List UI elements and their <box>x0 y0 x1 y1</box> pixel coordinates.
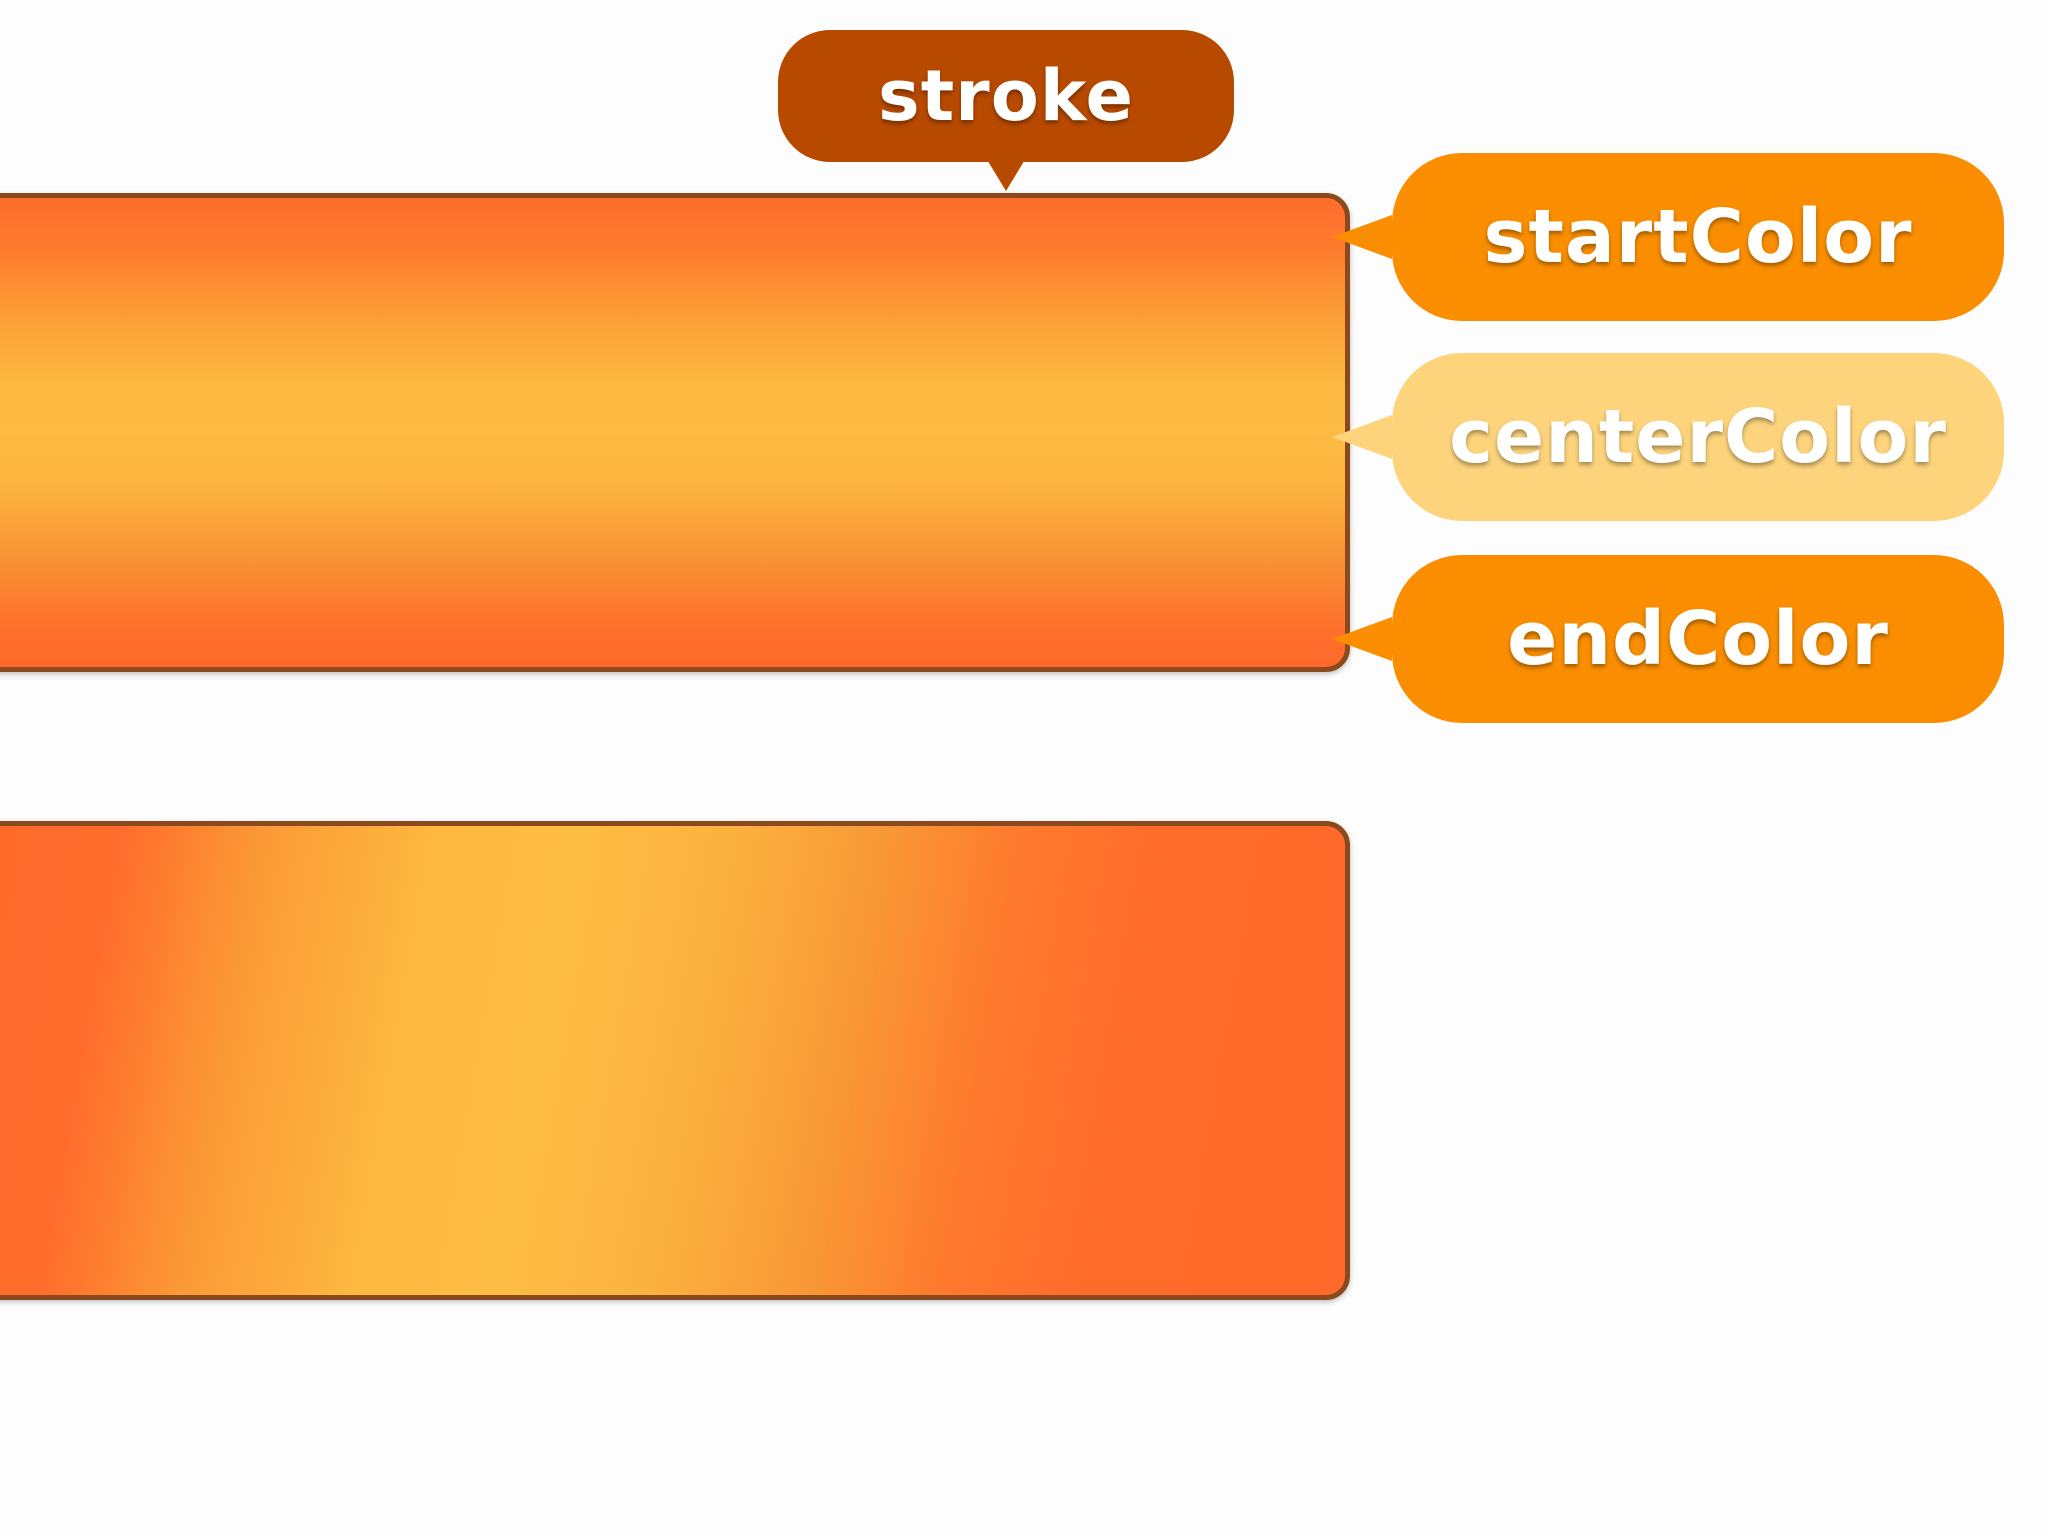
angled-gradient-shape <box>0 821 1350 1300</box>
end-color-callout-label: endColor <box>1507 596 1889 682</box>
center-color-callout: centerColor <box>1332 353 2004 521</box>
stroke-callout-label: stroke <box>878 55 1134 137</box>
linear-gradient-shape <box>0 193 1350 672</box>
end-color-callout: endColor <box>1332 555 2004 723</box>
callout-pointer-icon <box>986 158 1026 191</box>
callout-pointer-icon <box>1332 215 1392 259</box>
start-color-callout: startColor <box>1332 153 2004 321</box>
callout-pointer-icon <box>1332 415 1392 459</box>
center-color-callout-label: centerColor <box>1449 394 1947 480</box>
callout-pointer-icon <box>1332 617 1392 661</box>
stroke-callout: stroke <box>778 30 1234 191</box>
start-color-callout-label: startColor <box>1483 194 1913 280</box>
